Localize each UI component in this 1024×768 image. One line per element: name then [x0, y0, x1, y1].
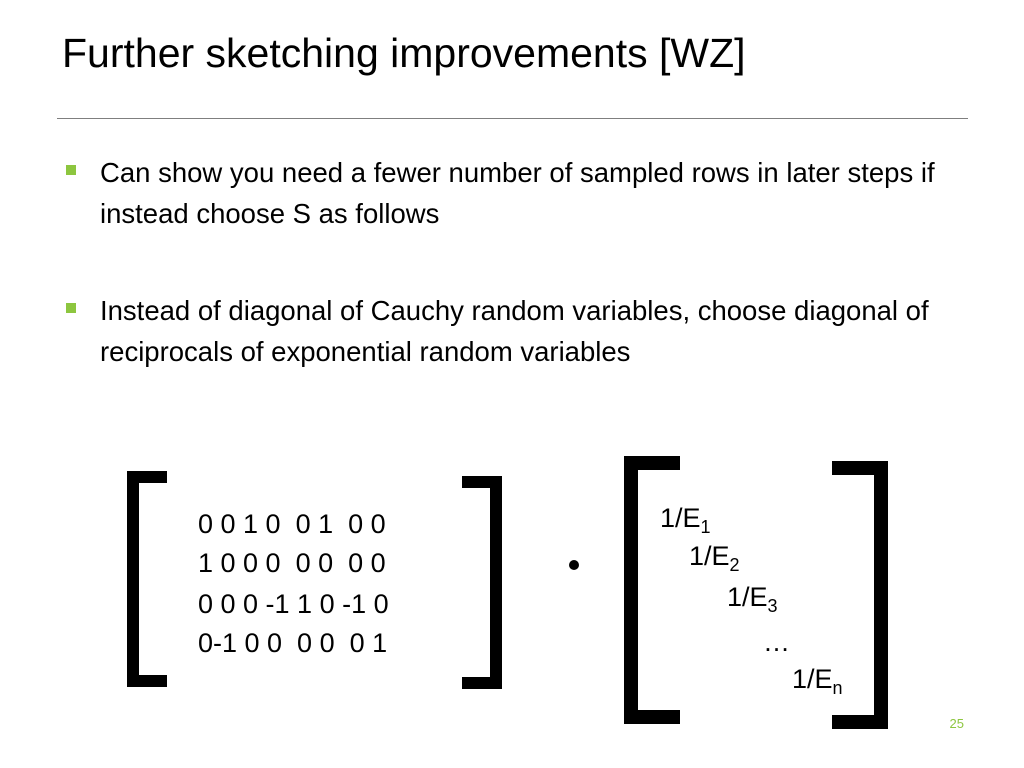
diagonal-entry-base: 1/E	[727, 582, 768, 612]
multiplication-dot	[569, 560, 579, 570]
matrix-right-bracket	[462, 476, 502, 689]
bullet-text: Instead of diagonal of Cauchy random var…	[100, 295, 929, 367]
bullet-item: Instead of diagonal of Cauchy random var…	[62, 290, 962, 372]
diagonal-right-bracket	[832, 461, 888, 729]
diagonal-entry: 1/E2	[689, 540, 740, 575]
slide-title: Further sketching improvements [WZ]	[62, 30, 746, 76]
diagonal-entry-base: …	[763, 627, 790, 657]
matrix-left-bracket	[127, 471, 167, 687]
diagonal-entry-subscript: 3	[767, 596, 778, 616]
bullet-list: Can show you need a fewer number of samp…	[62, 152, 962, 428]
diagonal-entry: …	[763, 626, 790, 658]
square-bullet-icon	[66, 303, 76, 313]
matrix-row: 0-1 0 0 0 0 0 1	[198, 628, 388, 658]
diagonal-entry: 1/En	[792, 663, 843, 698]
diagonal-entry-subscript: 1	[700, 517, 711, 537]
diagonal-entry-base: 1/E	[689, 541, 730, 571]
matrix-row: 1 0 0 0 0 0 0 0	[198, 548, 386, 578]
bullet-text: Can show you need a fewer number of samp…	[100, 157, 935, 229]
matrix-row: 0 0 0 -1 1 0 -1 0	[198, 589, 389, 619]
diagonal-entry-subscript: 2	[729, 555, 740, 575]
square-bullet-icon	[66, 165, 76, 175]
bullet-item: Can show you need a fewer number of samp…	[62, 152, 962, 234]
diagonal-entry-subscript: n	[832, 678, 843, 698]
diagonal-entry-base: 1/E	[792, 664, 833, 694]
diagonal-entry: 1/E3	[727, 581, 778, 616]
page-number: 25	[949, 716, 964, 731]
diagonal-entry: 1/E1	[660, 502, 711, 537]
matrix-row: 0 0 1 0 0 1 0 0	[198, 509, 386, 539]
title-divider	[57, 118, 968, 119]
diagonal-left-bracket	[624, 456, 680, 724]
diagonal-entry-base: 1/E	[660, 503, 701, 533]
